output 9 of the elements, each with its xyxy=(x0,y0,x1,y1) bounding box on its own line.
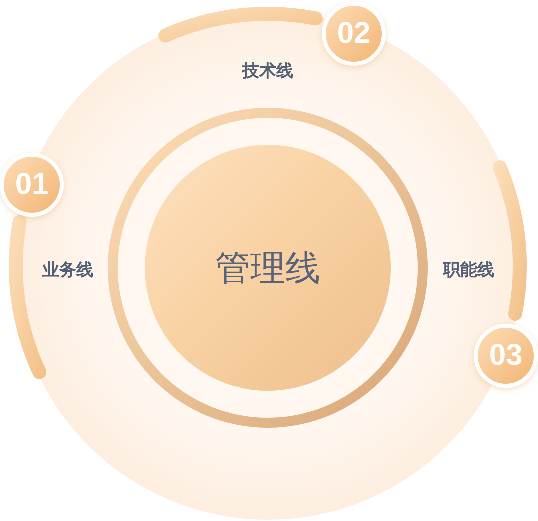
center-label: 管理线 xyxy=(216,250,320,286)
line-label: 职能线 xyxy=(444,262,494,278)
line-label: 业务线 xyxy=(42,262,94,278)
arc-band xyxy=(492,160,527,321)
arc-band xyxy=(158,7,323,43)
badge-number: 02 xyxy=(337,19,371,49)
line-label: 技术线 xyxy=(242,62,294,80)
badge-number: 03 xyxy=(489,341,523,371)
badge-number: 01 xyxy=(15,170,49,200)
